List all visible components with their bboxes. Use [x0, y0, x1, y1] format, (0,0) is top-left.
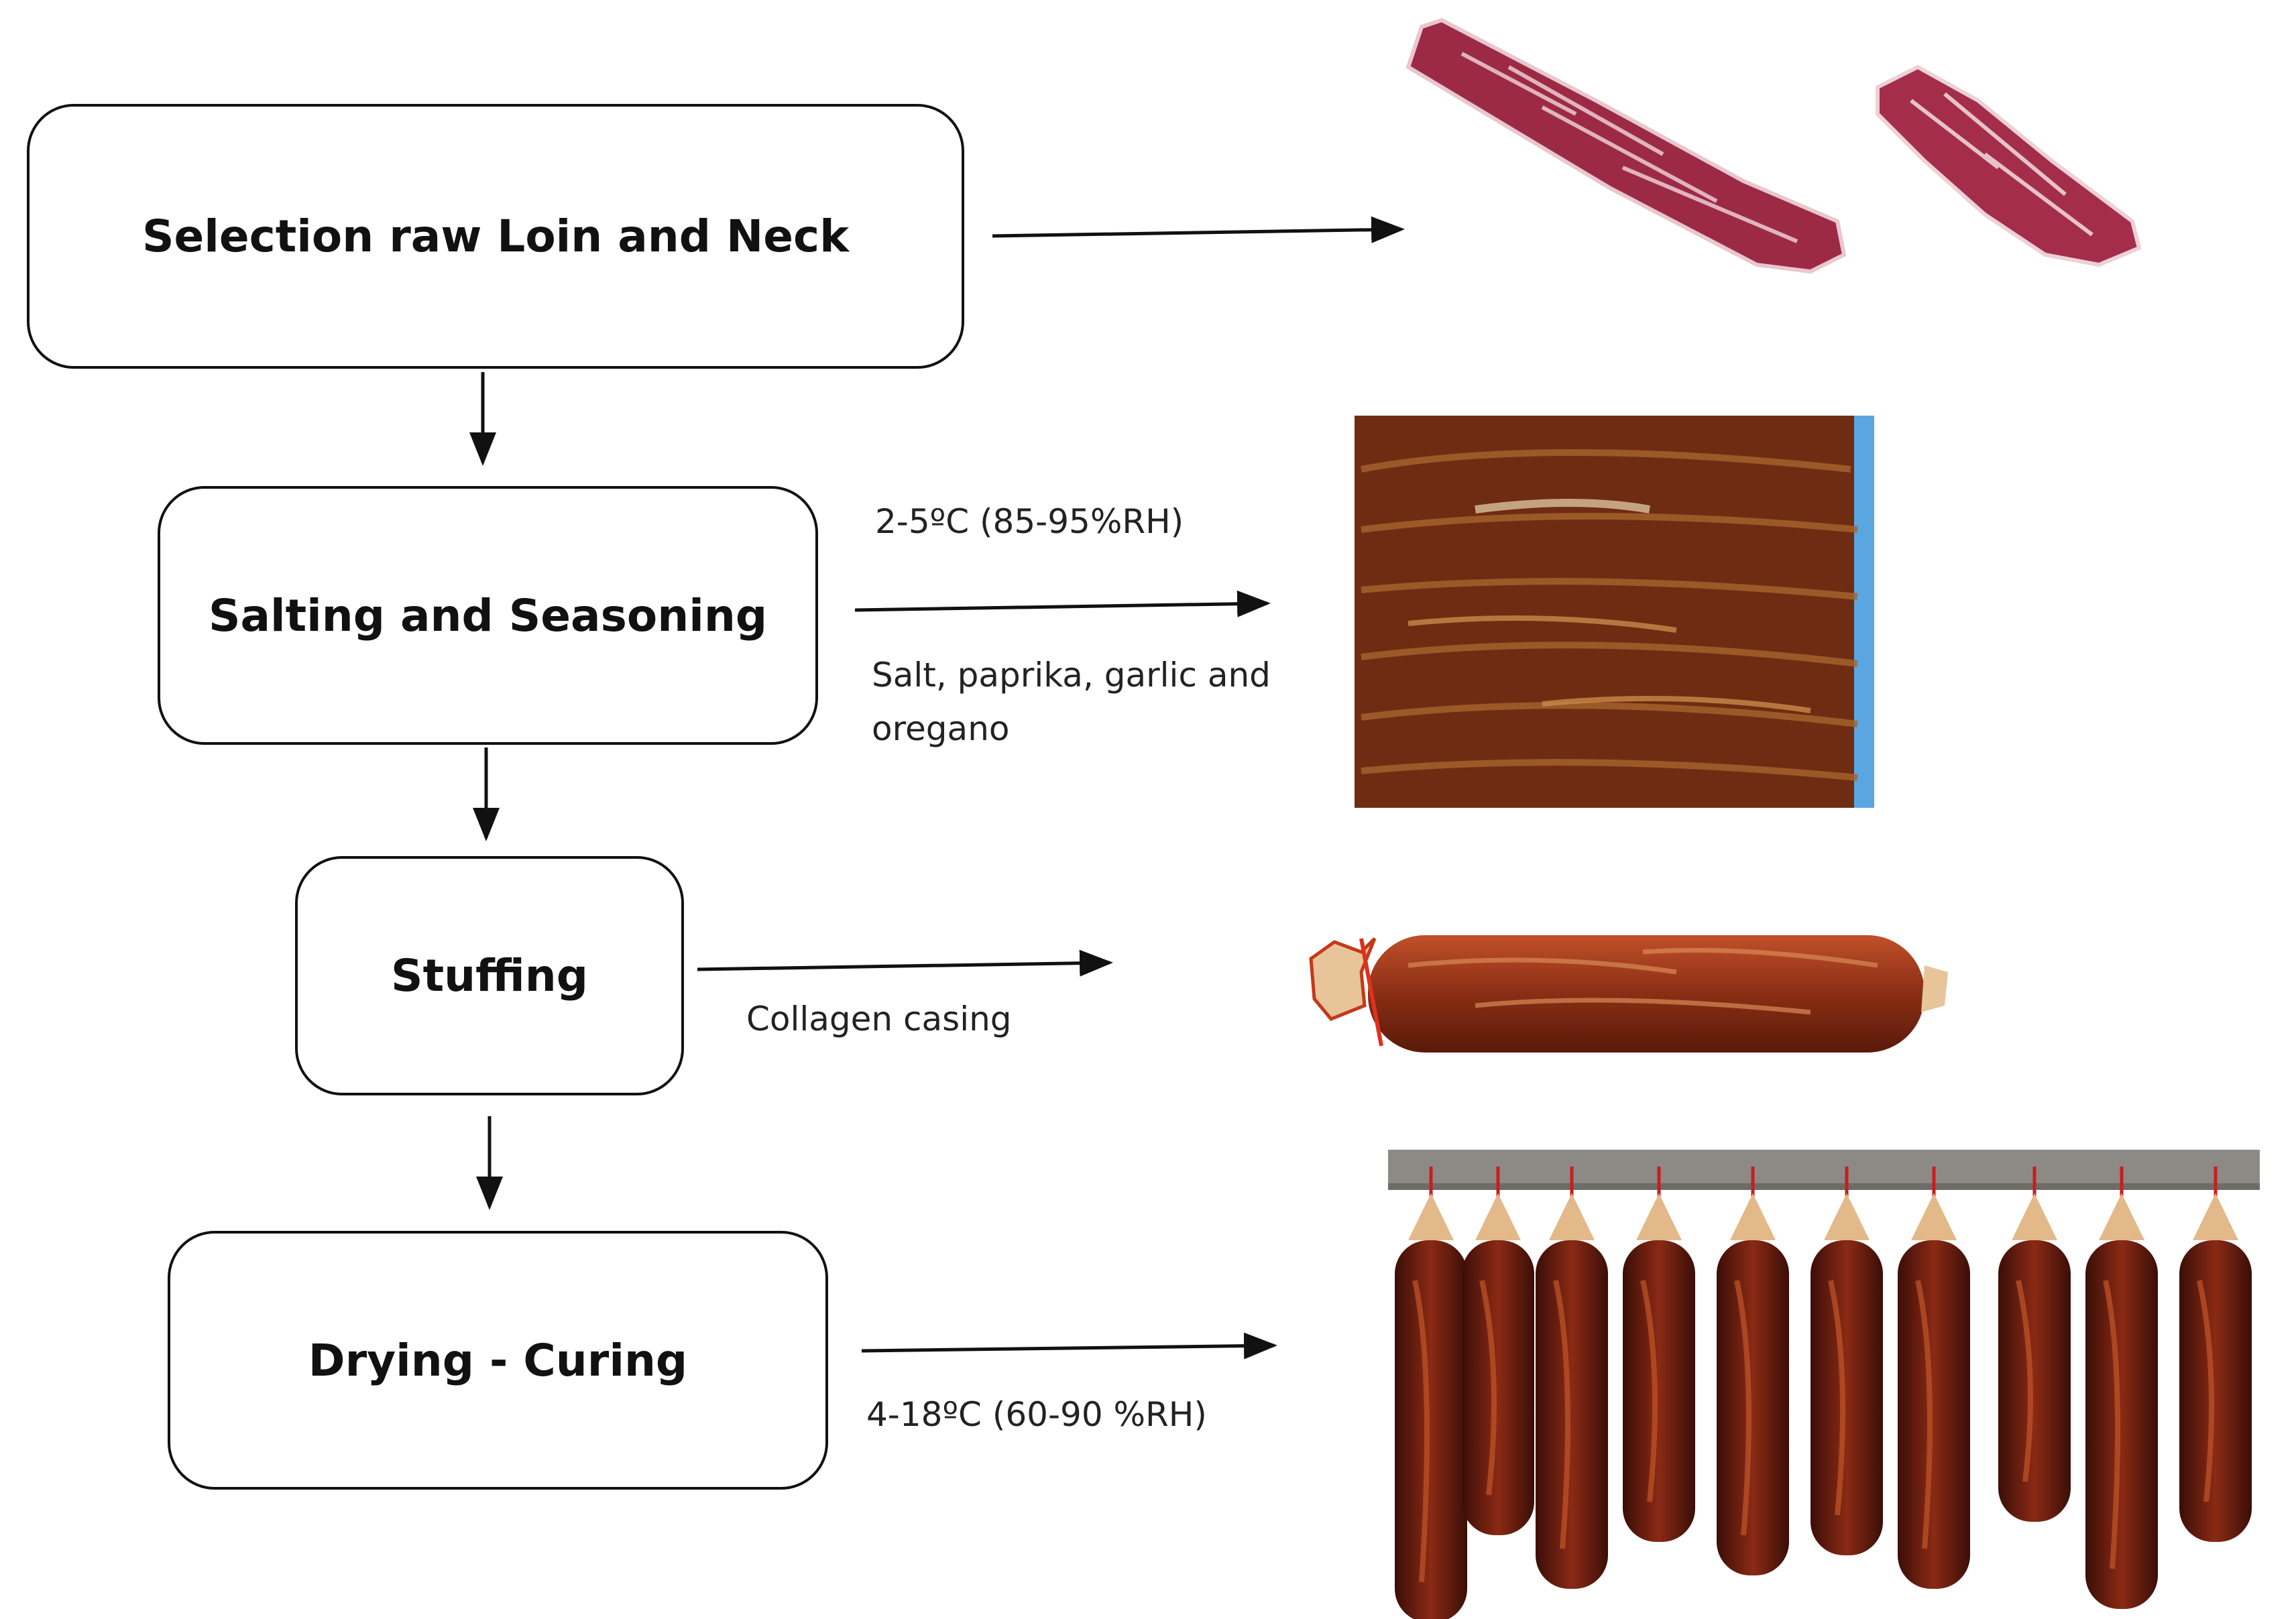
sausage-marbling: [1640, 1280, 1658, 1502]
step-label-salting: Salting and Seasoning: [208, 589, 768, 642]
arrow-salting-to-photo: [854, 590, 1271, 617]
drying-conditions-text: 4-18ºC (60-90 %RH): [866, 1395, 1207, 1434]
step-box-selection: Selection raw Loin and Neck: [27, 104, 964, 369]
step-label-selection: Selection raw Loin and Neck: [141, 211, 850, 262]
step-box-salting: Salting and Seasoning: [158, 486, 818, 745]
stuffing-casing-text: Collagen casing: [746, 1000, 1012, 1038]
salting-ingredients-text: Salt, paprika, garlic and oregano: [872, 648, 1271, 756]
cured-sausage: [1623, 1240, 1695, 1542]
cured-sausage: [1395, 1240, 1467, 1619]
cured-sausage: [2085, 1240, 2158, 1609]
salting-conditions-text: 2-5ºC (85-95%RH): [875, 502, 1184, 541]
arrow-stuffing-to-photo: [697, 949, 1113, 977]
casing-tip: [1824, 1193, 1870, 1240]
sausage-marbling: [2103, 1280, 2120, 1569]
salting-ingredients-line-2: oregano: [872, 709, 1010, 748]
salting-ingredients-line-1: Salt, paprika, garlic and: [872, 656, 1271, 695]
casing-tip: [1408, 1193, 1454, 1240]
cured-sausage: [1898, 1240, 1970, 1589]
raw-meat-photo: [1405, 17, 2142, 274]
step-label-drying: Drying - Curing: [308, 1334, 688, 1386]
arrow-selection-to-photo: [992, 216, 1405, 243]
step-box-stuffing: Stuffing: [295, 856, 684, 1095]
step-label-stuffing: Stuffing: [391, 950, 588, 1002]
cured-sausage: [1811, 1240, 1883, 1555]
sausage-marbling: [1479, 1280, 1497, 1496]
cured-sausage: [1998, 1240, 2071, 1522]
casing-tip: [1730, 1193, 1776, 1240]
cured-sausage: [1536, 1240, 1608, 1589]
casing-tip: [1549, 1193, 1595, 1240]
seasoned-meat-photo: [1355, 416, 1874, 808]
casing-tip: [1475, 1193, 1521, 1240]
cured-sausage: [1717, 1240, 1789, 1575]
step-box-drying: Drying - Curing: [168, 1231, 828, 1490]
sausage-marbling: [2016, 1280, 2033, 1482]
drying-rack-photo: [1388, 1150, 2260, 1619]
casing-tip: [2012, 1193, 2057, 1240]
cured-sausage: [1462, 1240, 1534, 1535]
casing-tip: [2193, 1193, 2238, 1240]
sausage-marbling: [1828, 1280, 1845, 1516]
sausage-marbling: [1412, 1280, 1430, 1583]
sausage-marbling: [2197, 1280, 2214, 1502]
casing-tip: [1636, 1193, 1682, 1240]
sausage-marbling: [1553, 1280, 1570, 1549]
arrow-drying-to-photo: [861, 1332, 1277, 1360]
casing-tip: [1911, 1193, 1957, 1240]
sausage-photo: [1309, 935, 1948, 1053]
cured-sausage: [2179, 1240, 2252, 1542]
sausage-marbling: [1734, 1280, 1752, 1536]
casing-tip: [2099, 1193, 2144, 1240]
sausage-marbling: [1915, 1280, 1933, 1549]
